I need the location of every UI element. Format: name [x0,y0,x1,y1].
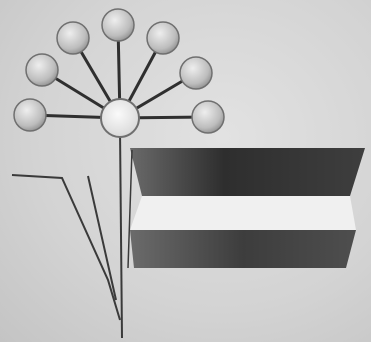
flag-stripe-middle [130,196,356,230]
stem-inner [88,176,116,300]
flag [128,148,365,268]
flag-stripe-bottom [130,230,356,268]
petal-1 [14,99,46,131]
stems [12,130,122,338]
flag-left-edge [128,150,132,268]
petal-2 [26,54,58,86]
petal-4 [102,9,134,41]
flag-stripe-top [130,148,365,196]
figure-caption [0,330,371,342]
petal-3 [57,22,89,54]
petal-5 [147,22,179,54]
emblem-center [101,99,139,137]
petal-7 [192,101,224,133]
main-stem [120,130,122,338]
petal-6 [180,57,212,89]
